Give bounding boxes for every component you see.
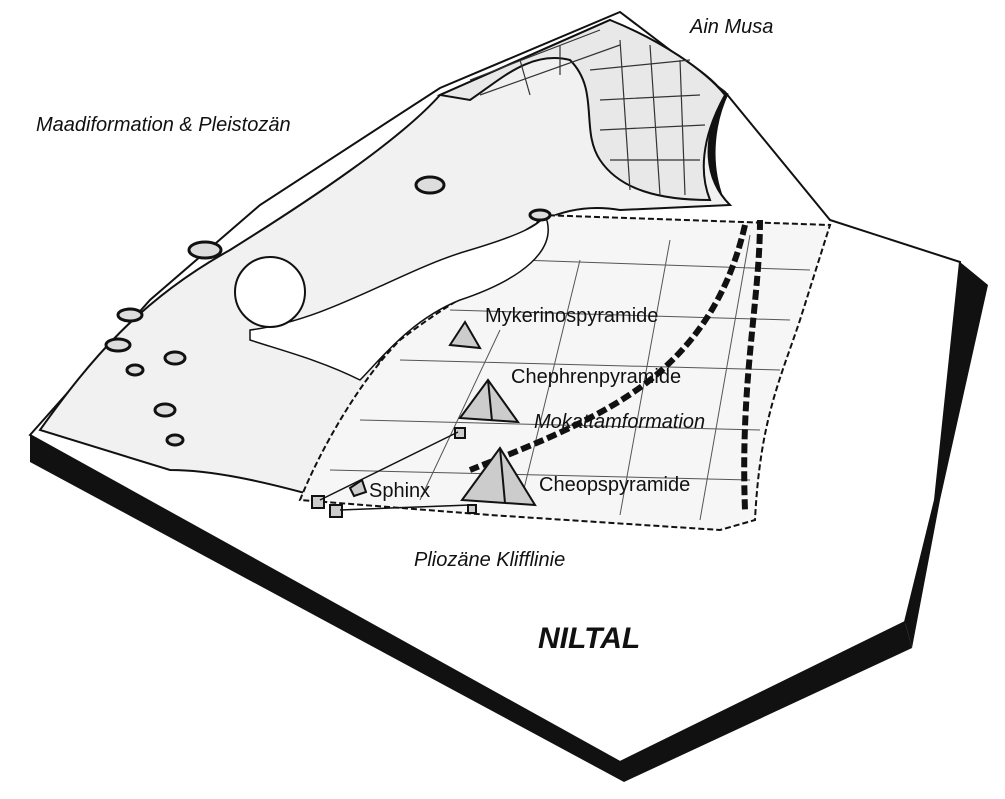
mound: [125, 363, 145, 377]
causeway: [319, 431, 471, 511]
mound: [163, 350, 187, 366]
mound: [414, 175, 446, 195]
label-mokattam: Mokattamformation: [534, 411, 706, 433]
mound: [116, 307, 144, 323]
wadi: [249, 213, 549, 381]
circular-feature: [234, 256, 306, 328]
label-cheops: Cheopspyramide: [539, 474, 691, 496]
temple: [467, 504, 477, 514]
mound: [104, 337, 132, 353]
mykerinos-pyramid: [448, 320, 482, 350]
temple: [329, 504, 343, 518]
label-niltal: NILTAL: [538, 622, 641, 655]
mokattam-region: [298, 213, 832, 532]
kliff-line: [468, 224, 748, 473]
right-edge: [905, 262, 988, 648]
chephren-pyramid: [458, 378, 521, 424]
temple: [311, 495, 325, 509]
label-mykerinos: Mykerinospyramide: [485, 305, 659, 327]
mound: [187, 240, 223, 260]
label-sphinx: Sphinx: [369, 480, 431, 502]
sphinx-mark: [348, 478, 368, 498]
ain-musa-area: [436, 18, 727, 202]
label-kliff: Pliozäne Klifflinie: [414, 549, 566, 571]
cheops-pyramid: [460, 446, 537, 507]
label-maadi: Maadiformation & Pleistozän: [36, 114, 291, 136]
right-kliff: [741, 219, 763, 511]
mound: [153, 402, 177, 418]
label-chephren: Chephrenpyramide: [511, 366, 682, 388]
label-ain-musa: Ain Musa: [690, 16, 774, 38]
mound: [165, 433, 185, 447]
mound: [528, 208, 552, 222]
